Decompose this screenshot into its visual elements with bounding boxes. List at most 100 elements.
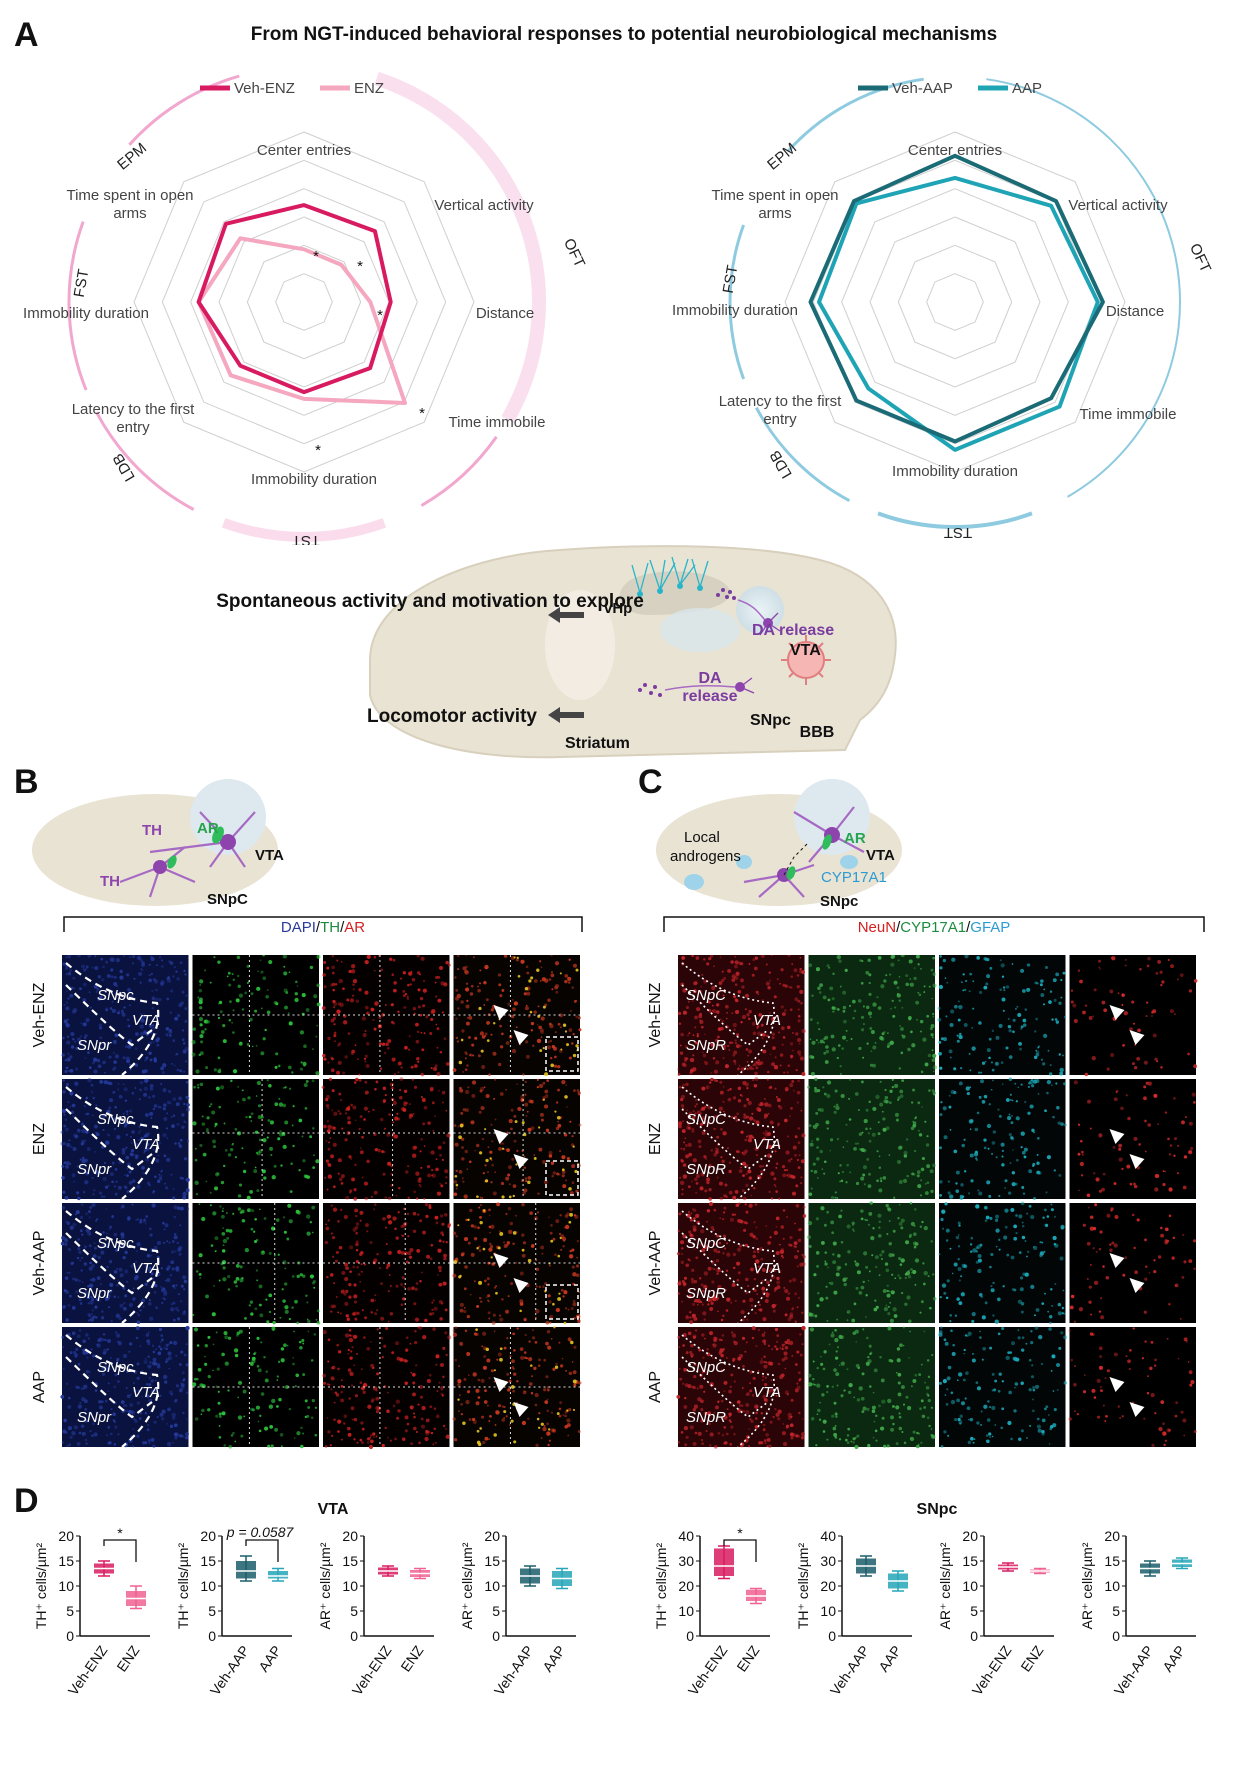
cell-signal xyxy=(179,1069,183,1073)
cell-signal xyxy=(138,1125,141,1128)
cell-signal xyxy=(681,1129,686,1133)
cell-signal xyxy=(555,1307,561,1313)
cell-signal xyxy=(135,1142,139,1146)
cell-signal xyxy=(458,1410,460,1413)
cell-signal xyxy=(136,1184,141,1189)
cell-signal xyxy=(82,968,87,972)
cell-signal xyxy=(316,1024,319,1027)
cell-signal xyxy=(976,956,980,960)
cell-signal xyxy=(1045,1191,1048,1194)
cell-signal xyxy=(839,1164,842,1167)
cell-signal xyxy=(569,1120,572,1123)
cell-signal xyxy=(81,1159,86,1164)
cell-signal xyxy=(744,1203,747,1206)
cell-signal xyxy=(193,1327,199,1332)
cell-signal xyxy=(121,1151,126,1155)
cell-signal xyxy=(363,1181,369,1186)
cell-signal xyxy=(355,1242,359,1247)
cell-signal xyxy=(902,1178,908,1183)
cell-signal xyxy=(129,1004,131,1007)
cell-signal xyxy=(852,1224,854,1227)
cell-signal xyxy=(406,1422,410,1426)
cell-signal xyxy=(384,1094,387,1097)
cell-signal xyxy=(677,1068,679,1071)
cell-signal xyxy=(75,1385,79,1389)
cell-signal xyxy=(256,1336,260,1340)
cell-signal xyxy=(273,1164,277,1168)
cell-signal xyxy=(294,992,298,996)
cell-signal xyxy=(123,1124,127,1128)
cell-signal xyxy=(544,1089,549,1094)
cell-signal xyxy=(549,1264,551,1267)
cell-signal xyxy=(77,1238,81,1241)
cell-signal xyxy=(414,1330,417,1333)
cell-signal xyxy=(306,1414,310,1418)
cell-signal xyxy=(431,1101,435,1105)
cell-signal xyxy=(1168,1187,1173,1192)
cell-signal xyxy=(495,1410,500,1415)
cell-signal xyxy=(990,1285,993,1288)
cell-signal xyxy=(819,983,823,987)
cell-signal xyxy=(961,1143,965,1148)
cell-signal xyxy=(1151,1014,1154,1017)
cell-signal xyxy=(113,1185,116,1188)
cell-signal xyxy=(854,1142,858,1145)
cell-signal xyxy=(912,1123,917,1128)
cell-signal xyxy=(1050,1208,1054,1212)
cell-signal xyxy=(920,1167,925,1172)
cell-signal xyxy=(305,1294,308,1297)
cell-signal xyxy=(428,1373,432,1377)
cell-signal xyxy=(171,1412,176,1418)
cell-signal xyxy=(522,1191,526,1195)
cell-signal xyxy=(476,1195,479,1199)
cell-signal xyxy=(572,1053,577,1058)
cell-signal xyxy=(351,1049,356,1054)
cell-signal xyxy=(330,1056,333,1060)
cell-signal xyxy=(369,1436,372,1439)
cell-signal xyxy=(95,1298,98,1301)
cell-signal xyxy=(501,1298,504,1301)
cell-signal xyxy=(1010,1255,1015,1260)
cell-signal xyxy=(679,1051,684,1055)
cell-signal xyxy=(834,1089,838,1093)
cell-signal xyxy=(701,1051,704,1054)
cell-signal xyxy=(212,1139,216,1144)
cell-signal xyxy=(524,1177,528,1180)
cell-signal xyxy=(75,1347,79,1351)
cell-signal xyxy=(826,1127,829,1130)
cell-signal xyxy=(284,1267,287,1270)
cell-signal xyxy=(755,1061,758,1064)
test-group-arc xyxy=(786,77,924,153)
cell-signal xyxy=(713,1208,717,1212)
cell-signal xyxy=(722,1057,725,1059)
cell-signal xyxy=(788,1279,792,1283)
cell-signal xyxy=(174,1436,178,1440)
cell-signal xyxy=(344,1055,348,1059)
cell-signal xyxy=(108,1441,112,1445)
cell-signal xyxy=(748,1203,753,1208)
cell-signal xyxy=(491,1140,494,1143)
cell-signal xyxy=(67,1069,70,1072)
cell-signal xyxy=(832,1010,835,1013)
cell-signal xyxy=(178,1388,183,1393)
cell-signal xyxy=(253,1352,256,1356)
cell-signal xyxy=(990,1288,995,1293)
cell-signal xyxy=(1031,1084,1035,1088)
cell-signal xyxy=(535,1267,540,1272)
cell-signal xyxy=(158,998,162,1002)
cell-signal xyxy=(315,1159,320,1164)
cell-signal xyxy=(1078,1189,1080,1192)
cell-signal xyxy=(1030,1284,1035,1289)
cell-signal xyxy=(988,1056,991,1060)
cell-signal xyxy=(948,1105,952,1109)
cell-signal xyxy=(808,1312,813,1317)
cell-signal xyxy=(154,1175,157,1179)
cell-signal xyxy=(1020,1027,1023,1030)
cell-signal xyxy=(166,1100,171,1105)
cell-signal xyxy=(493,1380,496,1383)
cell-signal xyxy=(971,1027,974,1029)
cell-signal xyxy=(699,1228,705,1234)
cell-signal xyxy=(64,1242,68,1247)
cell-signal xyxy=(875,1265,878,1269)
cell-signal xyxy=(846,1039,848,1042)
